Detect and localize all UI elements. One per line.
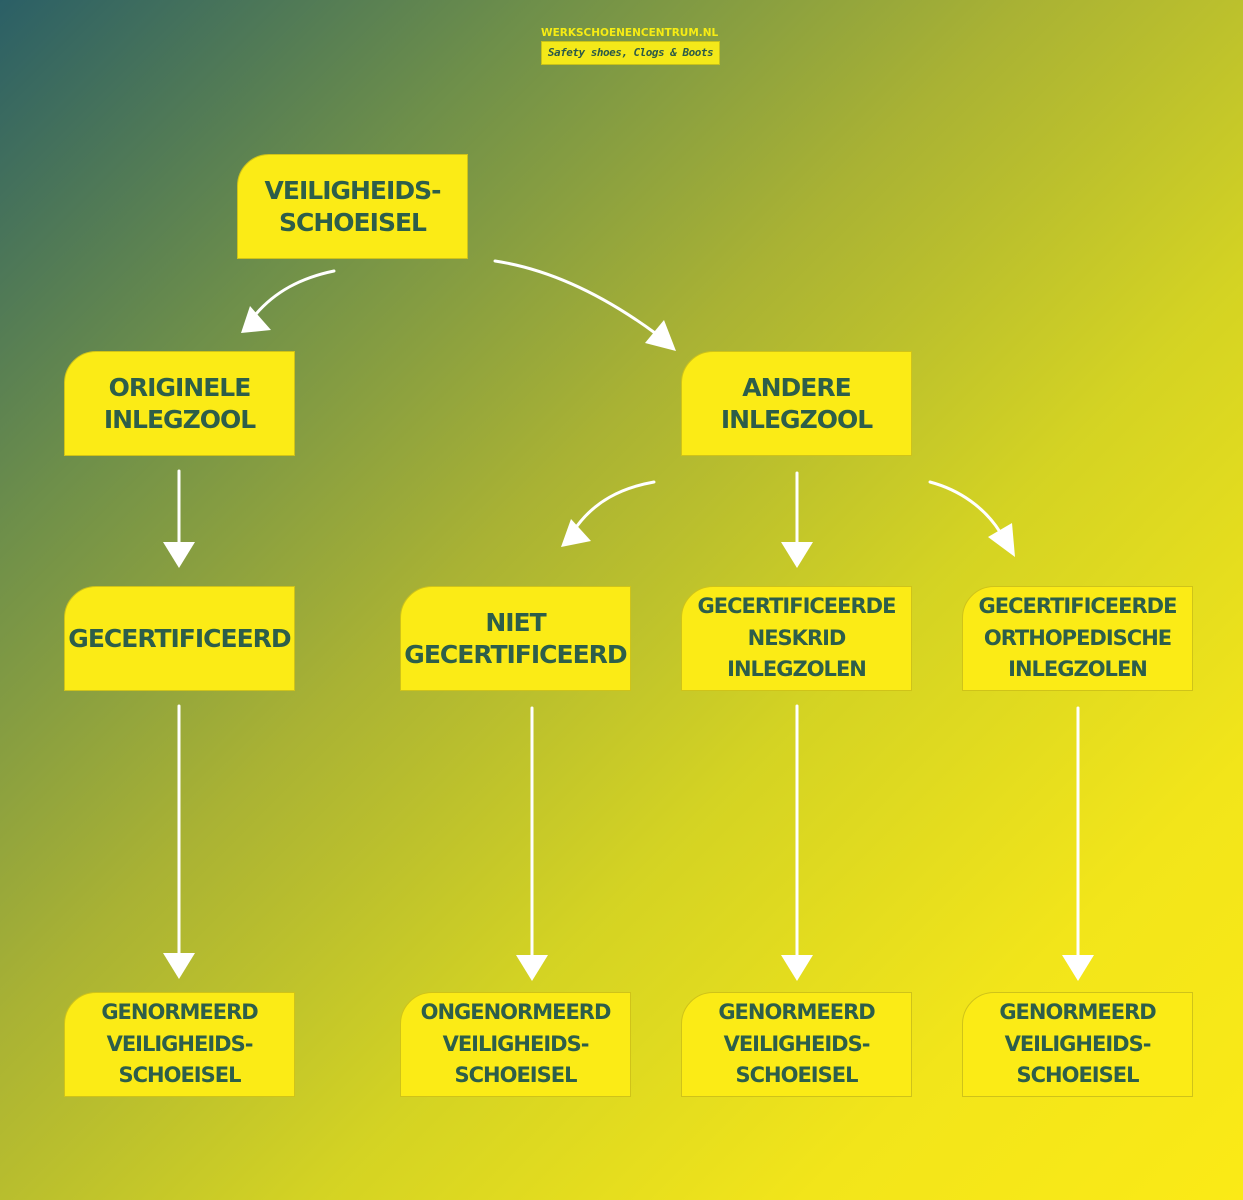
- node-line: SCHOEISEL: [118, 1063, 242, 1088]
- node-line: VEILIGHEIDS-: [1004, 1031, 1152, 1056]
- arrowhead-result-3: [781, 955, 813, 981]
- node-line: INLEGZOOL: [720, 404, 873, 434]
- node-line: ORIGINELE: [108, 373, 252, 403]
- node-result-3: GENORMEERD VEILIGHEIDS- SCHOEISEL: [681, 992, 912, 1097]
- node-line: SCHOEISEL: [454, 1063, 578, 1088]
- node-line: SCHOEISEL: [279, 207, 427, 237]
- node-neskrid-insoles: GECERTIFICEERDE NESKRID INLEGZOLEN: [681, 586, 912, 691]
- node-line: VEILIGHEIDS-: [442, 1031, 590, 1056]
- node-line: SCHOEISEL: [735, 1063, 859, 1088]
- node-result-4: GENORMEERD VEILIGHEIDS- SCHOEISEL: [962, 992, 1193, 1097]
- node-line: INLEGZOOL: [103, 404, 256, 434]
- arrowhead-result-1: [163, 953, 195, 979]
- node-line: GENORMEERD: [718, 999, 875, 1024]
- node-orthopedic-insoles: GECERTIFICEERDE ORTHOPEDISCHE INLEGZOLEN: [962, 586, 1193, 691]
- arrowhead-original: [241, 306, 271, 333]
- node-line: GECERTIFICEERD: [404, 639, 627, 669]
- node-line: GENORMEERD: [999, 999, 1156, 1024]
- node-line: GECERTIFICEERDE: [697, 593, 897, 618]
- logo-tagline: Safety shoes, Clogs & Boots: [541, 41, 720, 65]
- edge-root-other: [493, 259, 657, 335]
- arrowhead-orthopedic: [988, 523, 1015, 557]
- node-line: INLEGZOLEN: [727, 657, 867, 682]
- arrowhead-result-4: [1062, 955, 1094, 981]
- node-line: INLEGZOLEN: [1008, 657, 1148, 682]
- node-line: GENORMEERD: [101, 999, 258, 1024]
- node-line: GECERTIFICEERD: [68, 623, 291, 653]
- node-line: SCHOEISEL: [1016, 1063, 1140, 1088]
- node-certified: GECERTIFICEERD: [64, 586, 295, 691]
- arrowhead-certified: [163, 542, 195, 568]
- node-result-1: GENORMEERD VEILIGHEIDS- SCHOEISEL: [64, 992, 295, 1097]
- edge-root-original: [254, 269, 336, 316]
- logo: WERKSCHOENENCENTRUM.NL Safety shoes, Clo…: [541, 27, 720, 65]
- node-line: GECERTIFICEERDE: [978, 593, 1178, 618]
- node-line: NIET: [485, 608, 546, 638]
- node-line: NESKRID: [747, 625, 847, 650]
- node-line: ANDERE: [742, 373, 851, 403]
- edge-other-orthopedic: [928, 480, 1002, 534]
- logo-site-name: WERKSCHOENENCENTRUM.NL: [541, 27, 719, 39]
- arrowhead-not-certified: [561, 519, 591, 547]
- node-safety-footwear: VEILIGHEIDS-SCHOEISEL: [237, 154, 468, 259]
- node-line: VEILIGHEIDS-: [106, 1031, 254, 1056]
- arrowhead-neskrid: [781, 542, 813, 568]
- node-line: ORTHOPEDISCHE: [983, 625, 1172, 650]
- node-line: ONGENORMEERD: [420, 999, 612, 1024]
- node-result-2: ONGENORMEERD VEILIGHEIDS- SCHOEISEL: [400, 992, 631, 1097]
- arrowhead-result-2: [516, 955, 548, 981]
- edge-other-not-certified: [575, 480, 656, 528]
- arrowhead-other: [645, 320, 676, 351]
- node-line: VEILIGHEIDS-: [264, 176, 442, 206]
- node-line: VEILIGHEIDS-: [723, 1031, 871, 1056]
